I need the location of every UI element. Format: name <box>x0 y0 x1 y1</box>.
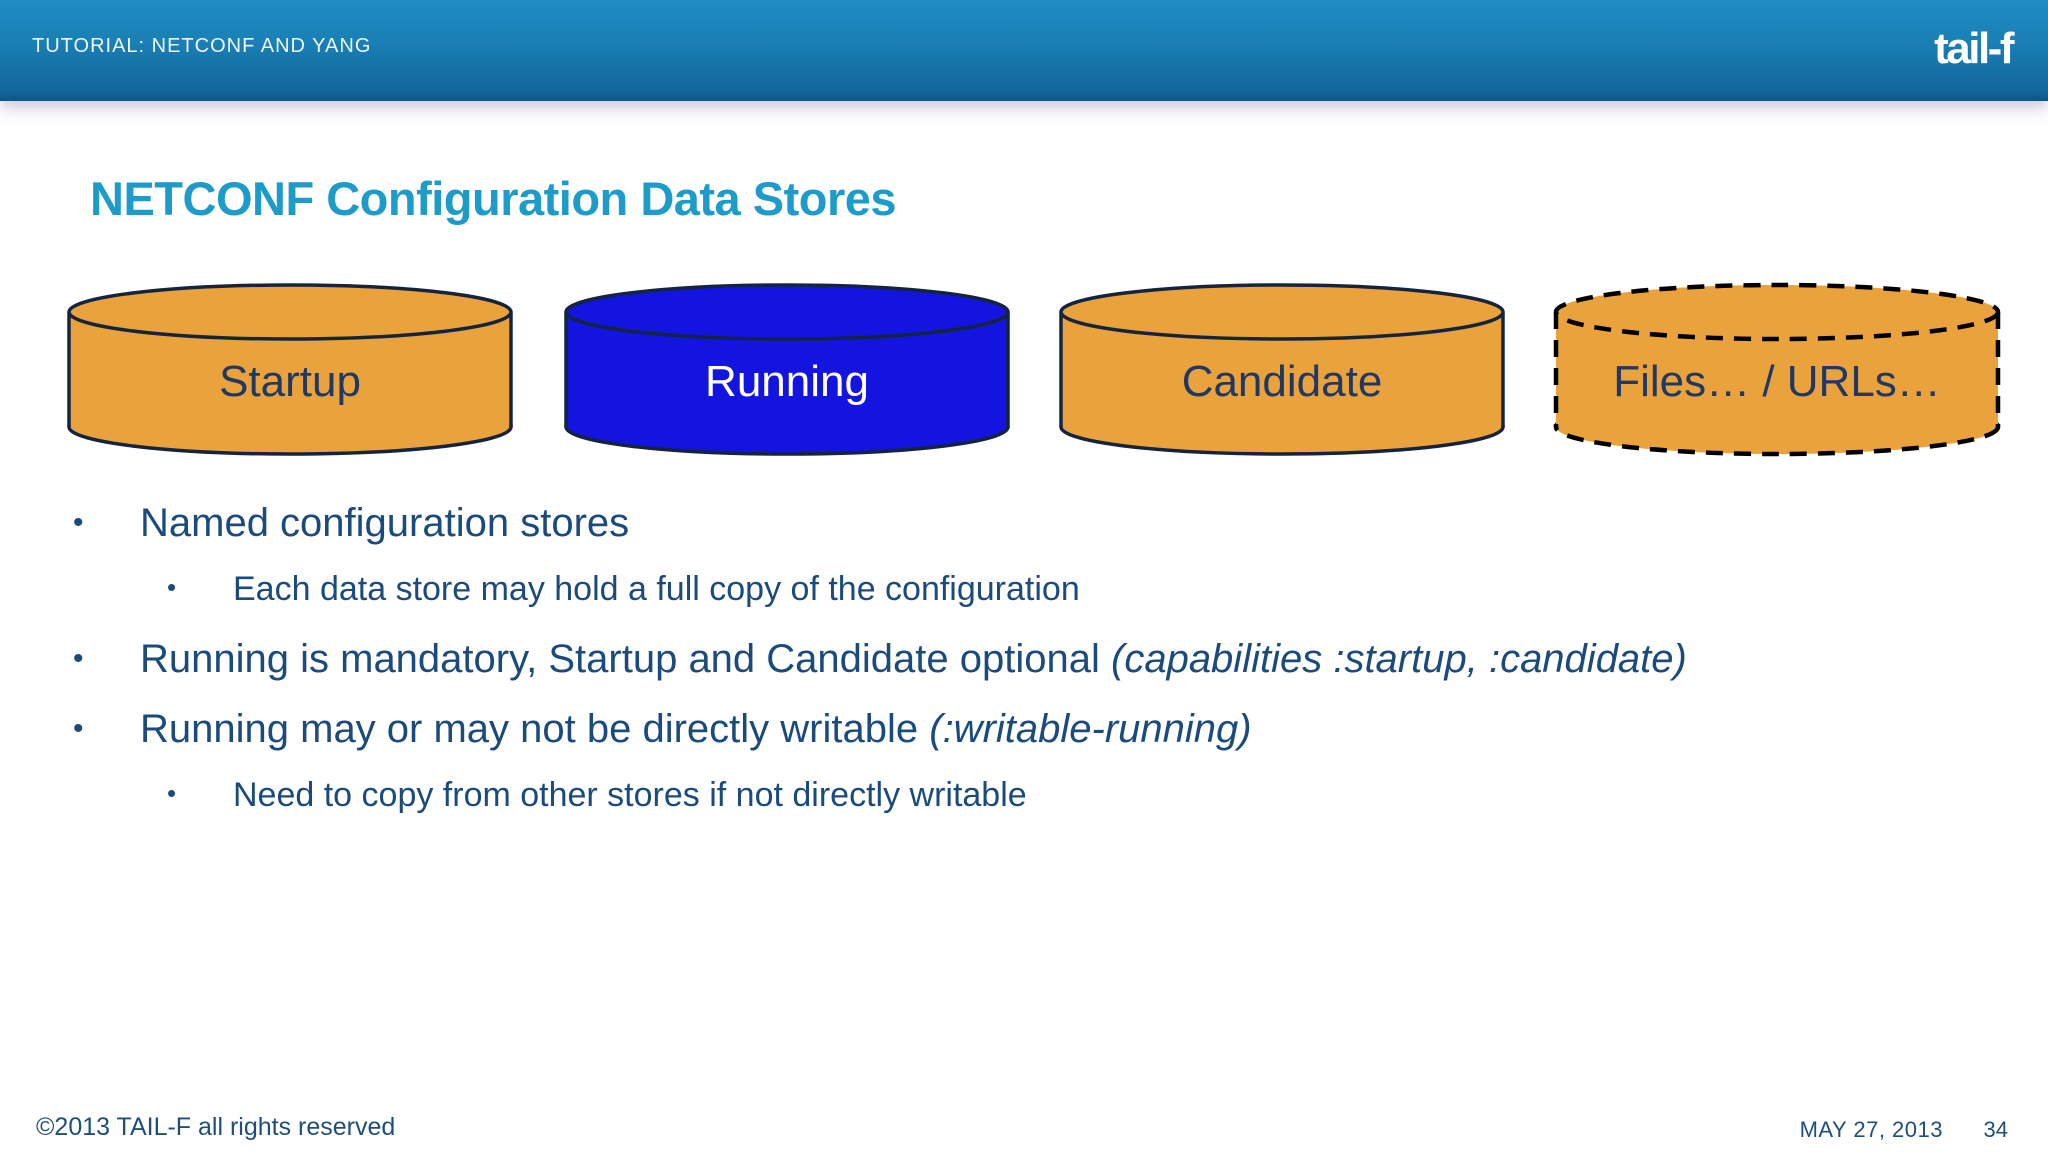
cylinder-shape <box>67 283 513 456</box>
footer-copyright: ©2013 TAIL-F all rights reserved <box>36 1113 396 1141</box>
bullet-text: Named configuration stores <box>140 501 630 545</box>
datastores-row: Startup Running Candidate Files… / URLs… <box>0 281 2048 466</box>
footer-date: MAY 27, 2013 <box>1799 1117 1943 1142</box>
datastore-cylinder-running: Running <box>562 281 1012 457</box>
datastore-cylinder-startup: Startup <box>65 281 515 457</box>
datastore-label: Files… / URLs… <box>1613 357 1941 406</box>
bullet-item: • Running is mandatory, Startup and Candi… <box>0 634 2048 684</box>
datastore-label: Candidate <box>1181 357 1383 406</box>
bullet-item: • Named configuration stores <box>0 498 2048 548</box>
bullet-list: • Named configuration stores • Each data st… <box>0 498 2048 840</box>
page-title: NETCONF Configuration Data Stores <box>90 172 897 226</box>
bullet-text-italic: (capabilities :startup, :candidate) <box>1111 637 1687 681</box>
cylinder-shape <box>564 283 1010 456</box>
tailf-logo: tail-f <box>1934 24 2014 73</box>
bullet-text: Each data store may hold a full copy of … <box>233 570 1080 608</box>
bullet-dot: • <box>167 778 177 808</box>
bullet-dot: • <box>73 506 84 539</box>
bullet-dot: • <box>73 642 84 675</box>
datastore-cylinder-files-urls: Files… / URLs… <box>1552 281 2002 457</box>
datastore-label: Startup <box>219 357 361 406</box>
bullet-item: • Need to copy from other stores if not d… <box>0 774 2048 816</box>
datastore-label: Running <box>705 357 869 406</box>
datastore-cylinder-candidate: Candidate <box>1057 281 1507 457</box>
bullet-text: Running may or may not be directly writa… <box>140 707 1252 751</box>
bullet-text-italic: (:writable-running) <box>929 707 1252 751</box>
header-bar: TUTORIAL: NETCONF AND YANG tail-f <box>0 0 2048 101</box>
bullet-text: Running is mandatory, Startup and Candid… <box>140 637 1687 681</box>
footer-page-number: 34 <box>1983 1117 2008 1142</box>
bullet-text: Need to copy from other stores if not di… <box>233 776 1027 814</box>
bullet-dot: • <box>73 712 84 745</box>
bullet-dot: • <box>167 572 177 602</box>
header-eyebrow: TUTORIAL: NETCONF AND YANG <box>32 35 372 57</box>
bullet-item: • Running may or may not be directly writ… <box>0 704 2048 754</box>
bullet-item: • Each data store may hold a full copy of… <box>0 568 2048 610</box>
cylinder-shape <box>1553 282 2001 457</box>
cylinder-shape <box>1059 283 1505 456</box>
